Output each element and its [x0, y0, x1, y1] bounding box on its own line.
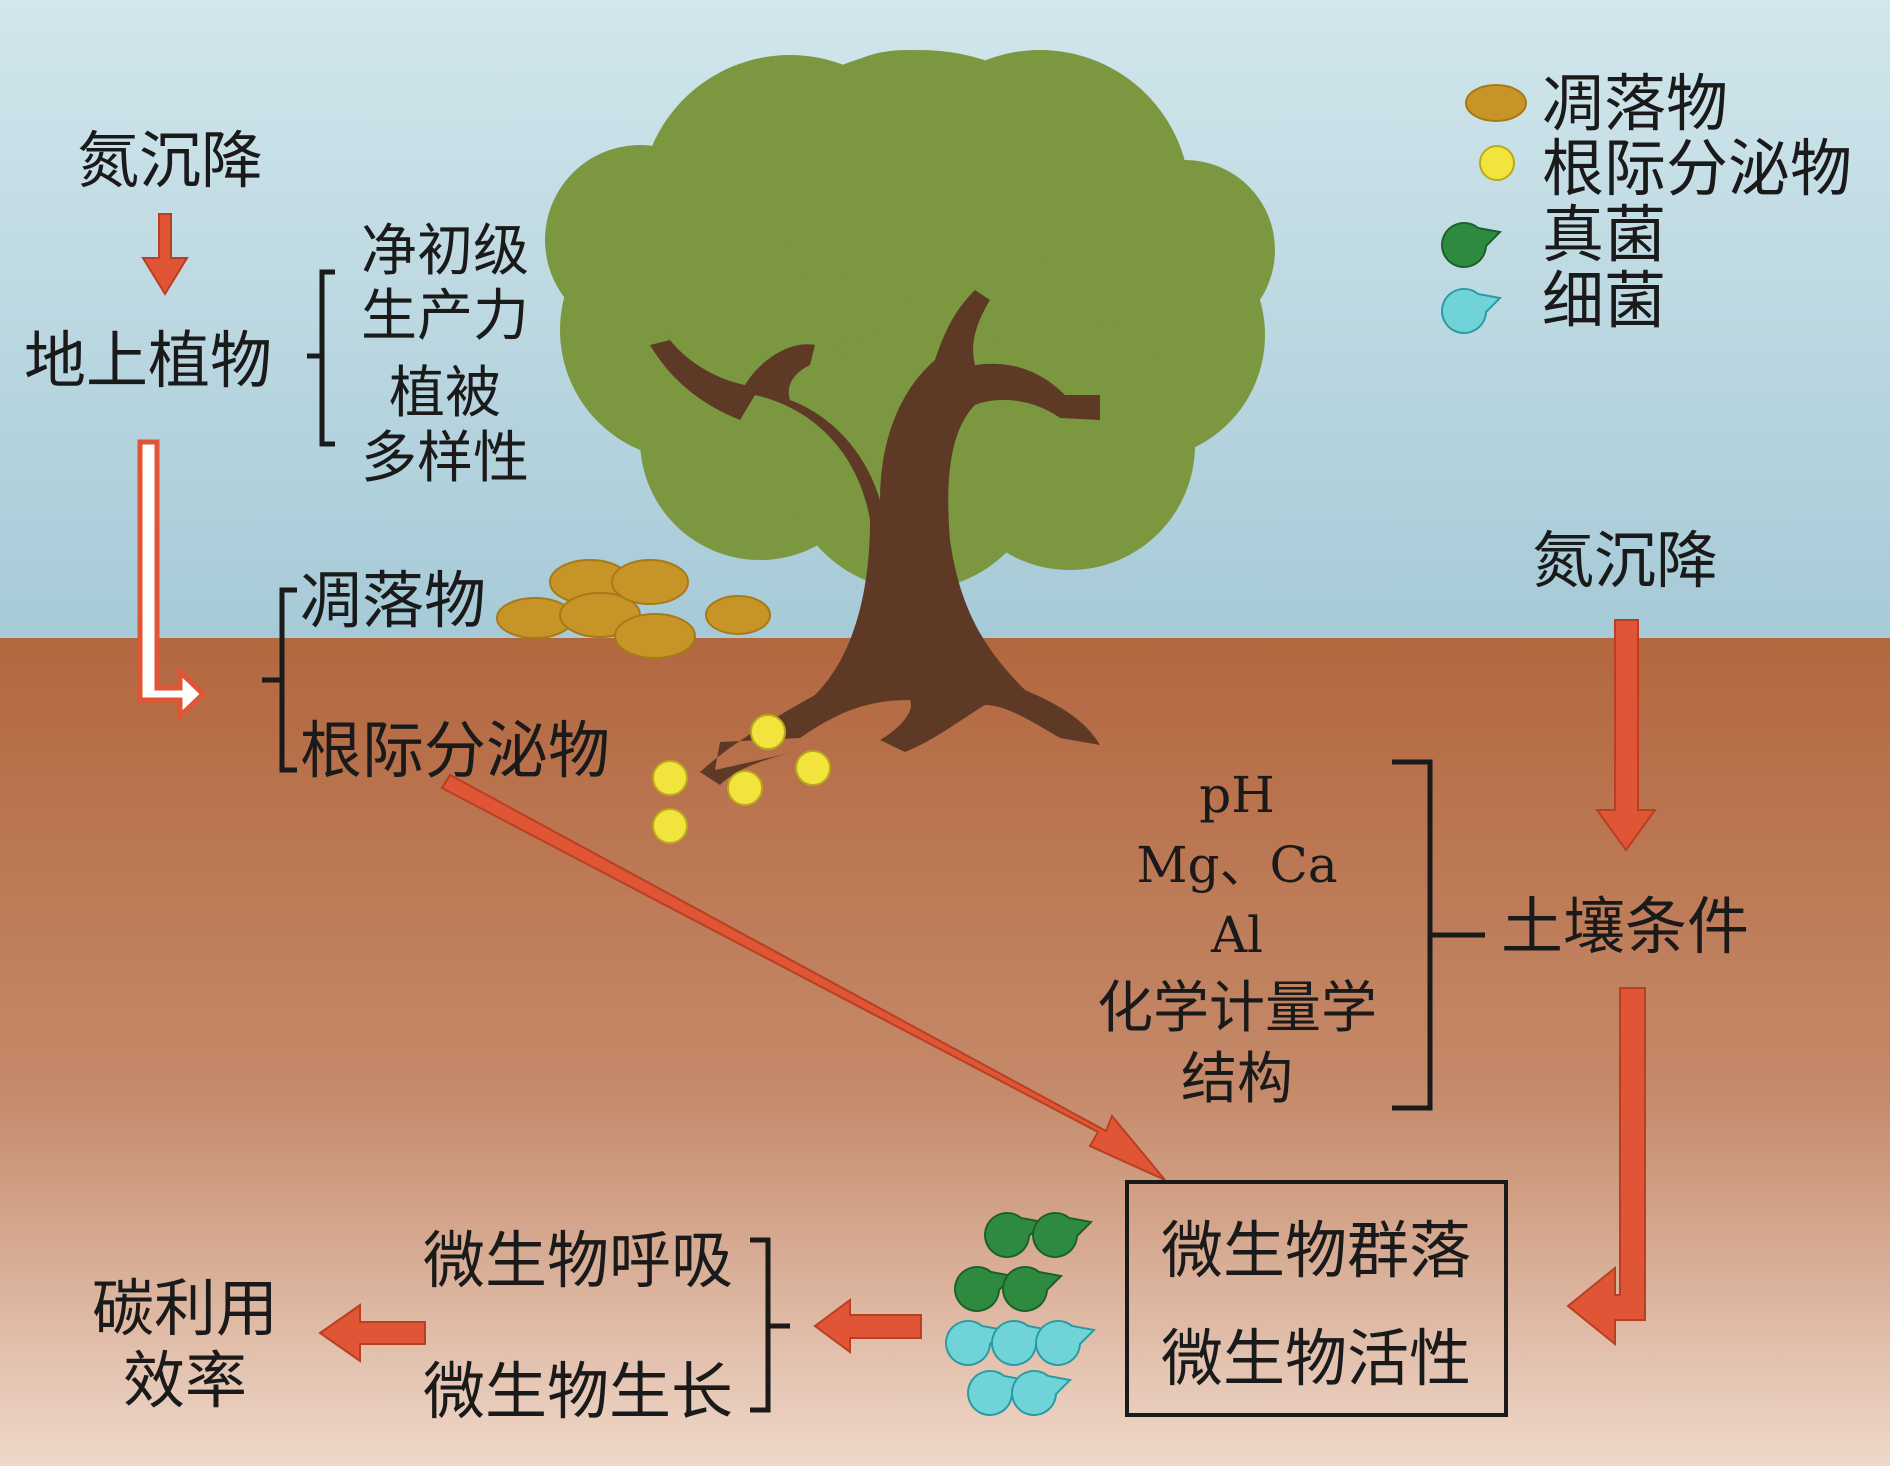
soil-factor-structure: 结构: [1181, 1047, 1293, 1112]
soil-factor-stoichiometry: 化学计量学: [1097, 976, 1377, 1041]
microbial-growth: 微生物生长: [423, 1355, 733, 1428]
bacteria-cluster: [945, 1319, 1097, 1416]
soil-factors-bracket: [1392, 759, 1485, 1111]
diversity-line2: 多样性: [361, 426, 529, 491]
legend: 凋落物 根际分泌物 真菌 细菌: [1441, 67, 1852, 337]
litter-icon: [1465, 84, 1527, 122]
legend-bacteria-label: 细菌: [1542, 264, 1666, 337]
microbial-respiration: 微生物呼吸: [423, 1224, 733, 1297]
arrow-microbes-to-processes: [813, 1298, 922, 1354]
bacteria-icon: [1441, 287, 1503, 334]
nitrogen-deposition-right: 氮沉降: [1532, 524, 1718, 597]
litter-label: 凋落物: [300, 564, 486, 637]
legend-fungi-label: 真菌: [1542, 198, 1666, 271]
npp-line2: 生产力: [361, 284, 529, 349]
legend-exudates-label: 根际分泌物: [1542, 132, 1852, 205]
fungi-icon: [1441, 221, 1503, 268]
root-exudates: [652, 714, 831, 844]
tree-trunk: [650, 290, 1100, 785]
litter-pile: [496, 559, 771, 659]
arrow-exudates-to-microbes: [440, 773, 1166, 1181]
tree-canopy: [545, 50, 1275, 590]
plant-traits-bracket: [307, 269, 335, 447]
npp-line1: 净初级: [361, 219, 529, 284]
processes-bracket: [750, 1237, 790, 1413]
arrow-soil-to-microbes: [1566, 987, 1646, 1347]
arrow-plants-to-inputs: [137, 439, 207, 722]
microbial-activity: 微生物活性: [1161, 1322, 1471, 1395]
fungi-cluster: [954, 1211, 1094, 1312]
soil-factor-mg-ca: Mg、Ca: [1136, 836, 1337, 894]
soil-factor-al: Al: [1210, 906, 1263, 964]
soil-factor-ph: pH: [1199, 766, 1275, 824]
nitrogen-deposition-left: 氮沉降: [77, 124, 263, 197]
microbial-community: 微生物群落: [1161, 1214, 1471, 1287]
root-exudates-label: 根际分泌物: [300, 714, 610, 787]
tree: [545, 50, 1275, 785]
diversity-line1: 植被: [389, 361, 501, 426]
exudate-icon: [1479, 145, 1515, 181]
cue-line1: 碳利用: [92, 1272, 278, 1345]
soil-conditions: 土壤条件: [1501, 890, 1749, 963]
arrow-processes-to-cue: [318, 1303, 426, 1363]
plant-inputs-bracket: [262, 587, 297, 773]
legend-litter-label: 凋落物: [1542, 67, 1728, 140]
microbe-box: [1125, 1180, 1508, 1417]
arrow-nd-to-soil: [1595, 619, 1657, 852]
cue-line2: 效率: [123, 1344, 247, 1417]
arrow-nd-to-plants: [141, 213, 189, 296]
aboveground-plants: 地上植物: [24, 324, 272, 397]
